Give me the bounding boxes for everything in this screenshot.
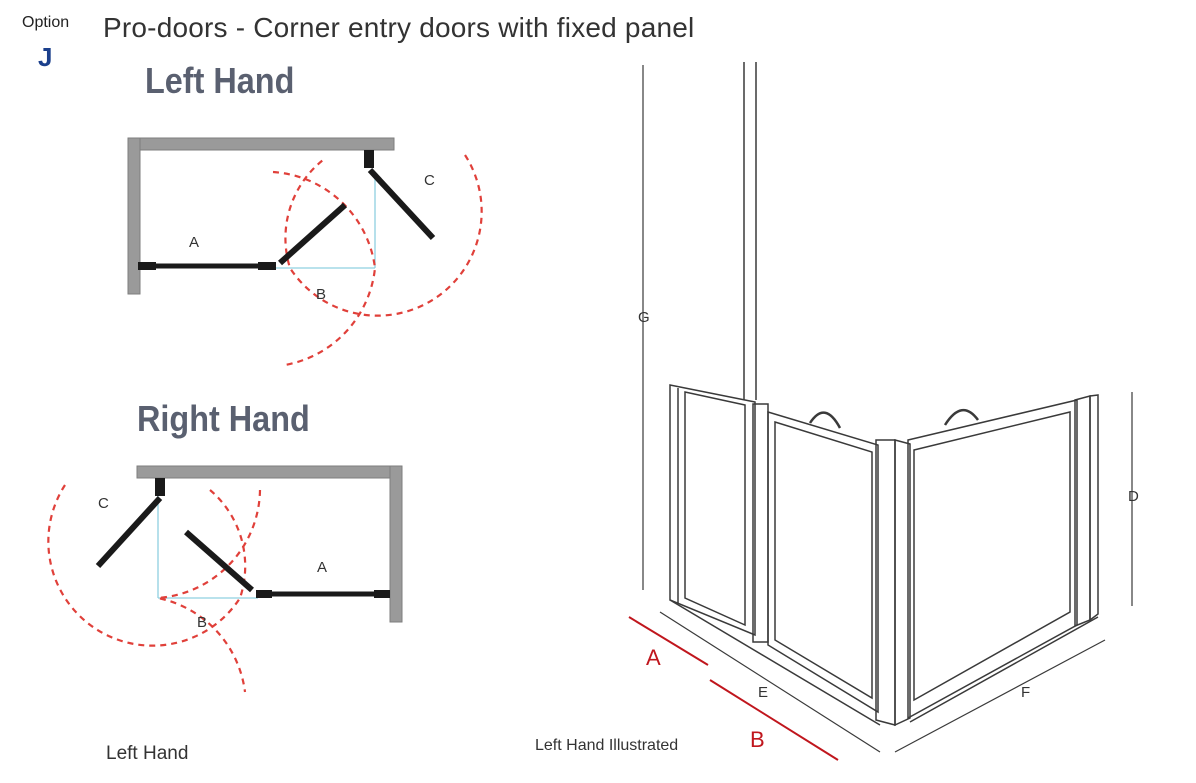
lh-back-wall xyxy=(127,137,395,151)
lh-door-b xyxy=(278,202,347,266)
isometric-illustration xyxy=(642,62,1133,753)
lh-side-wall xyxy=(127,137,141,295)
dim-label-e: E xyxy=(758,684,768,701)
rh-label-c: C xyxy=(98,495,109,512)
lh-label-a: A xyxy=(189,234,199,251)
rh-label-b: B xyxy=(197,614,207,631)
lh-door-panels xyxy=(138,150,436,270)
dim-label-d: D xyxy=(1128,488,1139,505)
rh-swing-arcs xyxy=(47,484,262,693)
rh-swing-arc-b xyxy=(157,489,262,693)
dim-line-a-red xyxy=(628,616,709,666)
lh-swing-arc-b xyxy=(272,170,377,367)
illustration-caption: Left Hand Illustrated xyxy=(535,737,679,754)
dim-label-a-red: A xyxy=(646,645,661,670)
dim-label-g: G xyxy=(638,309,650,326)
option-label: Option xyxy=(22,14,70,31)
rh-door-c xyxy=(95,495,163,569)
rh-label-a: A xyxy=(317,559,327,576)
lh-guides xyxy=(275,172,376,269)
left-hand-caption: Left Hand xyxy=(106,743,189,764)
lh-swing-arcs xyxy=(272,154,483,367)
rh-guides xyxy=(157,495,258,599)
option-letter: J xyxy=(38,42,53,72)
rh-door-panels xyxy=(95,478,390,598)
lh-swing-arc-c xyxy=(284,154,483,317)
lh-walls xyxy=(127,137,395,295)
rh-back-wall xyxy=(136,465,403,479)
dim-label-b-red: B xyxy=(750,727,765,752)
dim-line-b-red xyxy=(709,679,839,761)
left-fixed-panel xyxy=(669,384,756,637)
page-title: Pro-doors - Corner entry doors with fixe… xyxy=(103,12,695,43)
left-door-handle xyxy=(808,411,842,429)
rh-door-b xyxy=(184,529,254,593)
rh-swing-arc-c xyxy=(47,484,247,647)
lh-label-b: B xyxy=(316,286,326,303)
rh-side-wall xyxy=(389,465,403,623)
dim-label-f: F xyxy=(1021,684,1030,701)
dim-line-f xyxy=(894,639,1106,753)
rh-walls xyxy=(136,465,403,623)
lh-label-c: C xyxy=(424,172,435,189)
right-door-panel xyxy=(907,399,1078,720)
right-hand-heading: Right Hand xyxy=(137,398,310,439)
right-door-handle xyxy=(943,409,980,426)
lh-door-c xyxy=(367,167,436,241)
dim-line-e xyxy=(659,611,881,753)
left-door-panel xyxy=(767,410,879,714)
red-dimension-lines xyxy=(628,616,839,761)
left-hand-heading: Left Hand xyxy=(145,60,295,101)
